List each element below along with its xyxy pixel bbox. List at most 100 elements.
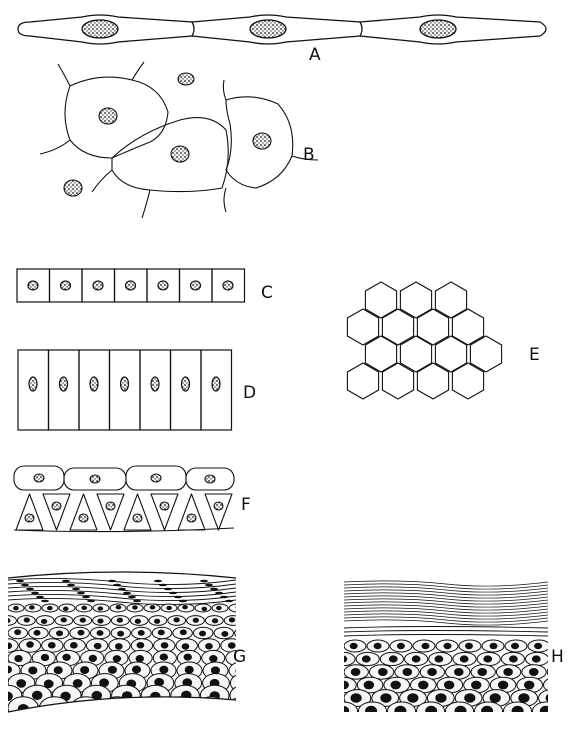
cell-b2	[112, 118, 228, 192]
nucleus	[62, 654, 70, 661]
nucleus	[212, 618, 218, 623]
nucleus	[504, 718, 517, 729]
nucleus	[362, 655, 371, 662]
nucleus	[421, 643, 429, 649]
nucleus	[205, 643, 213, 650]
nucleus	[97, 618, 103, 623]
nucleus	[166, 606, 172, 610]
nucleus	[425, 706, 437, 716]
nucleus	[444, 681, 454, 690]
nucleus	[61, 617, 67, 622]
nucleus	[180, 629, 187, 635]
nucleus	[364, 681, 374, 690]
nucleus	[14, 629, 21, 635]
epithelial-cell	[332, 652, 355, 665]
nucleus	[174, 596, 182, 599]
epithelial-cell	[330, 702, 358, 720]
panel-b-squamous-surface	[40, 62, 318, 218]
nucleus	[210, 588, 218, 591]
granular-layer	[344, 631, 548, 633]
panel-label-e: E	[529, 345, 540, 365]
nucleus	[184, 653, 192, 660]
epithelial-cell	[39, 697, 69, 719]
keratin-layer	[344, 581, 548, 586]
epithelial-cell	[229, 604, 245, 612]
nucleus	[26, 588, 34, 591]
nucleus	[225, 600, 233, 603]
nucleus	[546, 693, 557, 703]
nucleus	[41, 600, 49, 603]
nucleus	[365, 706, 377, 716]
nucleus	[173, 617, 179, 622]
nucleus	[182, 605, 188, 609]
nucleus	[182, 643, 190, 650]
nucleus	[418, 681, 428, 690]
panel-e-hexagonal	[347, 282, 501, 399]
nucleus	[211, 666, 220, 674]
nucleus	[52, 502, 61, 510]
nucleus	[185, 666, 194, 674]
basal-cell	[178, 494, 205, 530]
nucleus	[443, 718, 456, 729]
nucleus	[123, 592, 131, 595]
nucleus	[339, 681, 349, 690]
nucleus	[382, 718, 395, 729]
nucleus	[41, 654, 49, 661]
nucleus	[160, 653, 168, 660]
nucleus	[427, 668, 437, 676]
nucleus	[200, 580, 208, 583]
nucleus	[63, 607, 69, 611]
nucleus	[239, 703, 250, 713]
epithelial-cell	[165, 697, 195, 719]
basal-cell	[97, 494, 124, 530]
granular-layer	[344, 627, 548, 629]
epithelial-cell	[230, 685, 259, 706]
nucleus	[26, 641, 34, 648]
nucleus	[80, 618, 86, 623]
nucleus	[160, 502, 169, 510]
nucleus	[214, 502, 223, 510]
nucleus	[28, 667, 37, 675]
nucleus	[378, 668, 388, 676]
cell-process	[132, 62, 144, 80]
nucleus	[118, 588, 126, 591]
nucleus	[351, 668, 361, 676]
nucleus	[556, 668, 566, 676]
nucleus	[16, 580, 24, 583]
panel-label-d: D	[243, 383, 256, 403]
panel-g-stratified-squamous	[0, 572, 259, 719]
nucleus	[90, 475, 100, 483]
nucleus	[137, 642, 145, 649]
panel-label-b: B	[303, 145, 315, 165]
nucleus	[350, 643, 358, 649]
nucleus	[113, 703, 124, 713]
nucleus	[14, 655, 22, 662]
nucleus	[31, 592, 39, 595]
nucleus	[435, 693, 446, 703]
nucleus	[397, 643, 405, 649]
epithelial-cell	[196, 697, 226, 719]
nucleus	[82, 20, 118, 38]
nucleus	[412, 655, 421, 662]
nucleus	[136, 655, 144, 662]
nucleus	[464, 693, 475, 703]
nucleus	[94, 643, 102, 650]
nucleus	[380, 693, 391, 703]
nucleus	[108, 580, 116, 583]
panel-label-g: G	[233, 647, 246, 667]
nucleus	[64, 180, 82, 196]
nucleus	[16, 679, 26, 688]
nucleus	[454, 668, 464, 676]
nucleus	[90, 377, 98, 391]
nucleus	[108, 666, 117, 674]
nucleus	[472, 718, 485, 729]
panel-d-columnar	[18, 350, 232, 430]
nucleus	[374, 643, 382, 649]
nucleus	[242, 631, 249, 637]
nucleus	[540, 706, 552, 716]
nucleus	[79, 514, 88, 522]
nucleus	[61, 281, 71, 290]
nucleus	[455, 706, 467, 716]
nucleus	[81, 606, 87, 610]
